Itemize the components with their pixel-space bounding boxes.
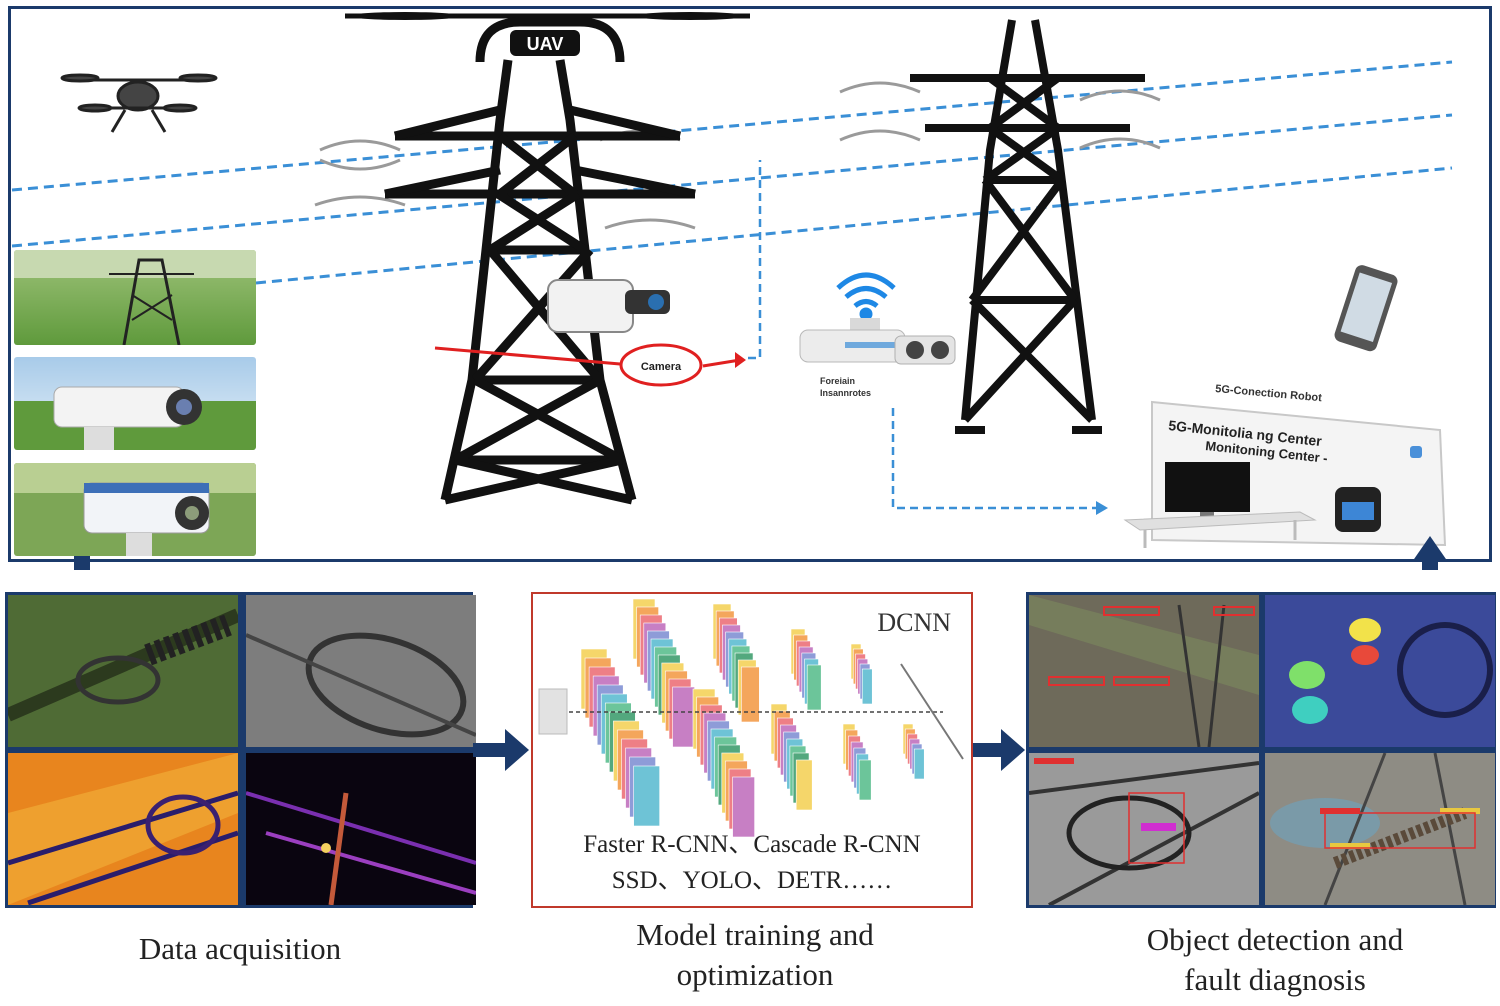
caption-data-acquisition: Data acquisition (138, 931, 342, 966)
second-tower (910, 19, 1145, 434)
camera-arrow (702, 358, 741, 368)
grayscale-image (246, 595, 476, 747)
foreign-object-monitor-icon (799, 318, 956, 365)
feature-map-layer (732, 776, 755, 838)
caption-detection-line-1: Object detection and (1146, 922, 1404, 957)
smartphone-icon (1334, 265, 1398, 352)
object-detection-panel (1026, 592, 1496, 908)
dcnn-tag: DCNN (877, 608, 951, 637)
detection-grayscale-image (1029, 753, 1259, 905)
monitor-link-line (891, 408, 1100, 510)
tower-camera-icon (547, 279, 670, 333)
thermal-dark-image (246, 753, 476, 905)
caption-detection-line-2: fault diagnosis (1184, 962, 1366, 997)
camera-pointer-line (434, 346, 621, 366)
caption-model-line-2: optimization (676, 957, 834, 992)
tower-field-photo (14, 250, 256, 345)
data-acquisition-panel (5, 592, 476, 908)
detection-aerial-image (1029, 595, 1259, 747)
foreign-object-label-1: Foreiain (820, 376, 855, 386)
camera-callout (619, 343, 703, 387)
feature-map-layer (795, 759, 813, 811)
uav-label: UAV (527, 34, 564, 54)
robot-label: 5G-Conection Robot (1215, 383, 1323, 404)
feature-map-layer (672, 686, 695, 748)
infrared-image (8, 753, 238, 905)
scene-illustration: UAV Camera Foreiain Insannrotes (11, 12, 1453, 570)
arrow-to-detection (973, 729, 1025, 771)
drone-icon (60, 73, 218, 133)
detection-heatmap-image (1265, 595, 1495, 747)
model-training-panel: DCNN Faster R-CNN、Cascade R-CNN SSD、YOLO… (531, 592, 973, 908)
foreign-object-label-2: Insannrotes (820, 388, 871, 398)
caption-model-line-1: Model training and (636, 917, 874, 952)
algorithms-line-1: Faster R-CNN、Cascade R-CNN (583, 831, 921, 858)
main-tower (384, 59, 696, 505)
camera-field-photo-1 (14, 357, 256, 450)
detection-tower-image (1265, 753, 1495, 905)
camera-link-line (748, 160, 762, 360)
camera-field-photo-2 (14, 463, 256, 556)
algorithms-line-2: SSD、YOLO、DETR…… (611, 867, 893, 894)
uav-drone-icon: UAV (345, 12, 750, 63)
wifi-icon (836, 272, 896, 321)
power-lines (11, 60, 1453, 285)
feature-map-layer (806, 664, 822, 711)
upward-arrow (1412, 536, 1448, 570)
feature-map-layer (741, 666, 760, 723)
camera-label: Camera (641, 361, 682, 373)
feature-map-layer (913, 748, 925, 780)
desk-computer-icon (1123, 462, 1317, 548)
arrow-to-model (473, 729, 529, 771)
feature-map-layer (861, 668, 873, 705)
dcnn-architecture-diagram (538, 598, 964, 838)
control-panel-icon (1335, 487, 1381, 532)
feature-map-layer (633, 765, 660, 827)
feature-map-layer (858, 759, 872, 801)
visible-light-image (8, 595, 238, 747)
